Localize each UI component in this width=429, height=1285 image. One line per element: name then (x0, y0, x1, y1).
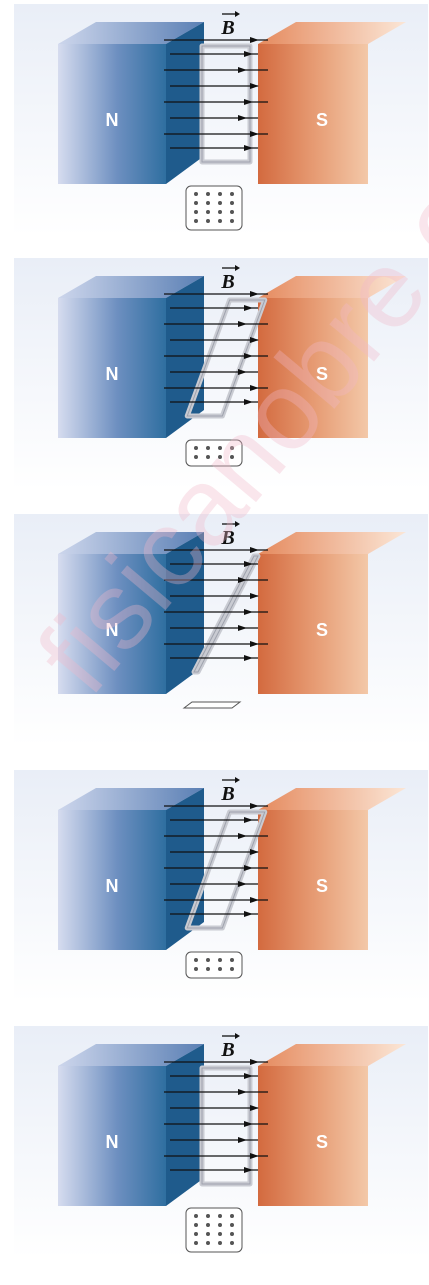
south-front-face (258, 1066, 368, 1206)
flux-dot (206, 1241, 210, 1245)
flux-dot (206, 1214, 210, 1218)
flux-dot (230, 210, 234, 214)
south-pole-label: S (316, 620, 328, 640)
north-side-face (166, 22, 204, 184)
flux-dot (230, 1241, 234, 1245)
flux-dot (194, 455, 198, 459)
flux-dot (206, 967, 210, 971)
flux-dot (194, 1214, 198, 1218)
flux-dot (230, 1214, 234, 1218)
flux-dot (206, 1232, 210, 1236)
magnet-diagram: N S B (14, 514, 428, 746)
flux-dot (230, 958, 234, 962)
flux-box (186, 952, 242, 978)
flux-dot (194, 1232, 198, 1236)
south-front-face (258, 44, 368, 184)
magnet-panel-5: N S B (14, 1026, 428, 1258)
magnet-diagram: N S B (14, 4, 428, 236)
flux-dot (206, 210, 210, 214)
magnet-panel-4: N S B (14, 770, 428, 1002)
flux-box (186, 1208, 242, 1252)
flux-dot (218, 967, 222, 971)
flux-dot (206, 446, 210, 450)
magnet-diagram: N S B (14, 258, 428, 490)
flux-dot (194, 192, 198, 196)
magnet-panel-2: N S B (14, 258, 428, 490)
flux-dot (230, 1232, 234, 1236)
flux-box (186, 186, 242, 230)
south-front-face (258, 810, 368, 950)
south-pole-label: S (316, 1132, 328, 1152)
flux-indicator (186, 952, 242, 978)
flux-dot (218, 192, 222, 196)
flux-dot (206, 958, 210, 962)
magnet-diagram: N S B (14, 770, 428, 1002)
north-pole-label: N (106, 364, 119, 384)
flux-dot (206, 201, 210, 205)
north-pole-label: N (106, 876, 119, 896)
flux-dot (194, 446, 198, 450)
field-symbol: B (220, 17, 234, 39)
flux-dot (218, 201, 222, 205)
south-pole-label: S (316, 876, 328, 896)
flux-dot (218, 1232, 222, 1236)
flux-dot (206, 192, 210, 196)
field-symbol: B (220, 783, 234, 805)
flux-dot (230, 967, 234, 971)
flux-dot (230, 192, 234, 196)
flux-dot (218, 958, 222, 962)
flux-dot (206, 455, 210, 459)
flux-dot (194, 967, 198, 971)
flux-box (186, 440, 242, 466)
flux-dot (230, 455, 234, 459)
magnet-diagram: N S B (14, 1026, 428, 1258)
field-symbol: B (220, 1039, 234, 1061)
flux-edge-on (184, 702, 240, 708)
flux-dot (230, 446, 234, 450)
flux-dot (218, 446, 222, 450)
flux-indicator (186, 1208, 242, 1252)
flux-dot (218, 1223, 222, 1227)
flux-dot (218, 219, 222, 223)
flux-dot (194, 201, 198, 205)
flux-dot (206, 1223, 210, 1227)
flux-dot (194, 219, 198, 223)
flux-dot (194, 958, 198, 962)
magnet-panel-3: N S B (14, 514, 428, 746)
south-front-face (258, 554, 368, 694)
flux-dot (230, 201, 234, 205)
north-side-face (166, 1044, 204, 1206)
magnet-panel-1: N S B (14, 4, 428, 236)
flux-indicator (186, 186, 242, 230)
north-magnet: N (58, 276, 204, 438)
flux-dot (194, 1241, 198, 1245)
south-front-face (258, 298, 368, 438)
flux-dot (218, 1241, 222, 1245)
flux-dot (194, 1223, 198, 1227)
south-pole-label: S (316, 110, 328, 130)
flux-dot (218, 455, 222, 459)
north-magnet: N (58, 532, 204, 694)
flux-indicator (186, 440, 242, 466)
field-symbol: B (220, 527, 234, 549)
north-pole-label: N (106, 110, 119, 130)
north-magnet: N (58, 788, 204, 950)
north-pole-label: N (106, 620, 119, 640)
north-pole-label: N (106, 1132, 119, 1152)
flux-dot (218, 1214, 222, 1218)
flux-dot (218, 210, 222, 214)
north-magnet: N (58, 1044, 204, 1206)
south-pole-label: S (316, 364, 328, 384)
flux-dot (230, 219, 234, 223)
flux-dot (206, 219, 210, 223)
north-magnet: N (58, 22, 204, 184)
field-symbol: B (220, 271, 234, 293)
flux-dot (194, 210, 198, 214)
flux-dot (230, 1223, 234, 1227)
